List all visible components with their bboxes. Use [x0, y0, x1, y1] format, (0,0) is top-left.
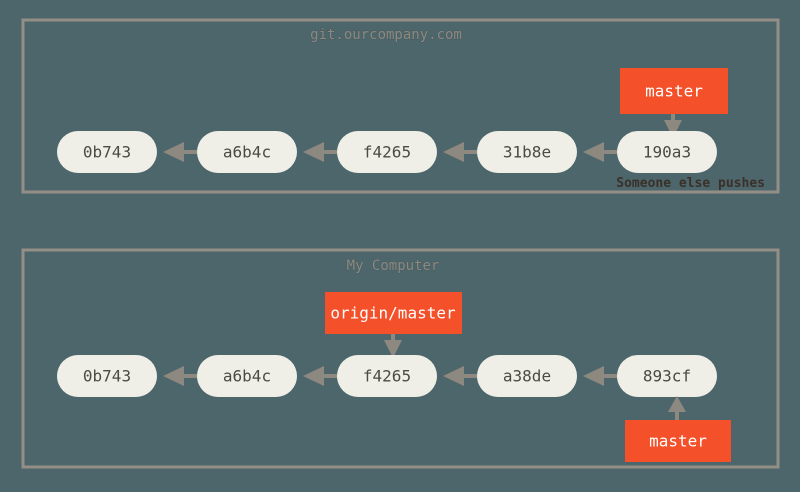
- commit-node-local-0[interactable]: 0b743: [57, 355, 157, 397]
- commit-node-remote-1[interactable]: a6b4c: [197, 131, 297, 173]
- commit-label-local-1: a6b4c: [223, 367, 271, 386]
- ref-label-local-master: master: [649, 432, 707, 451]
- commit-label-remote-1: a6b4c: [223, 143, 271, 162]
- ref-box-local-master[interactable]: [625, 420, 731, 462]
- panel-local-frame: [21, 248, 780, 469]
- panel-remote-frame: [21, 18, 780, 194]
- commit-label-local-4: 893cf: [643, 367, 691, 386]
- commit-label-remote-3: 31b8e: [503, 143, 551, 162]
- ref-box-local-origin-master[interactable]: [325, 292, 462, 334]
- ref-label-remote-master: master: [645, 82, 703, 101]
- commit-node-local-3[interactable]: a38de: [477, 355, 577, 397]
- ref-arrow-local-origin-master: [384, 334, 402, 358]
- panel-remote-title: git.ourcompany.com: [310, 27, 462, 43]
- panel-local-title: My Computer: [347, 258, 440, 274]
- ref-arrow-remote-master: [664, 114, 682, 138]
- panel-remote-note: Someone else pushes: [616, 176, 765, 191]
- commit-label-remote-0: 0b743: [83, 143, 131, 162]
- commit-node-remote-3[interactable]: 31b8e: [477, 131, 577, 173]
- commit-label-remote-4: 190a3: [643, 143, 691, 162]
- ref-label-local-origin-master: origin/master: [330, 304, 456, 323]
- commit-node-local-1[interactable]: a6b4c: [197, 355, 297, 397]
- commit-node-remote-2[interactable]: f4265: [337, 131, 437, 173]
- ref-box-remote-master[interactable]: [620, 68, 728, 114]
- commit-label-remote-2: f4265: [363, 143, 411, 162]
- commit-node-remote-4[interactable]: 190a3: [617, 131, 717, 173]
- commit-node-local-4[interactable]: 893cf: [617, 355, 717, 397]
- commit-node-local-2[interactable]: f4265: [337, 355, 437, 397]
- panel-remote: git.ourcompany.com master: [21, 18, 780, 194]
- commit-label-local-3: a38de: [503, 367, 551, 386]
- commit-label-local-0: 0b743: [83, 367, 131, 386]
- commit-node-remote-0[interactable]: 0b743: [57, 131, 157, 173]
- commit-label-local-2: f4265: [363, 367, 411, 386]
- panel-local: My Computer origin/master: [21, 248, 780, 469]
- ref-arrow-local-master: [668, 396, 686, 420]
